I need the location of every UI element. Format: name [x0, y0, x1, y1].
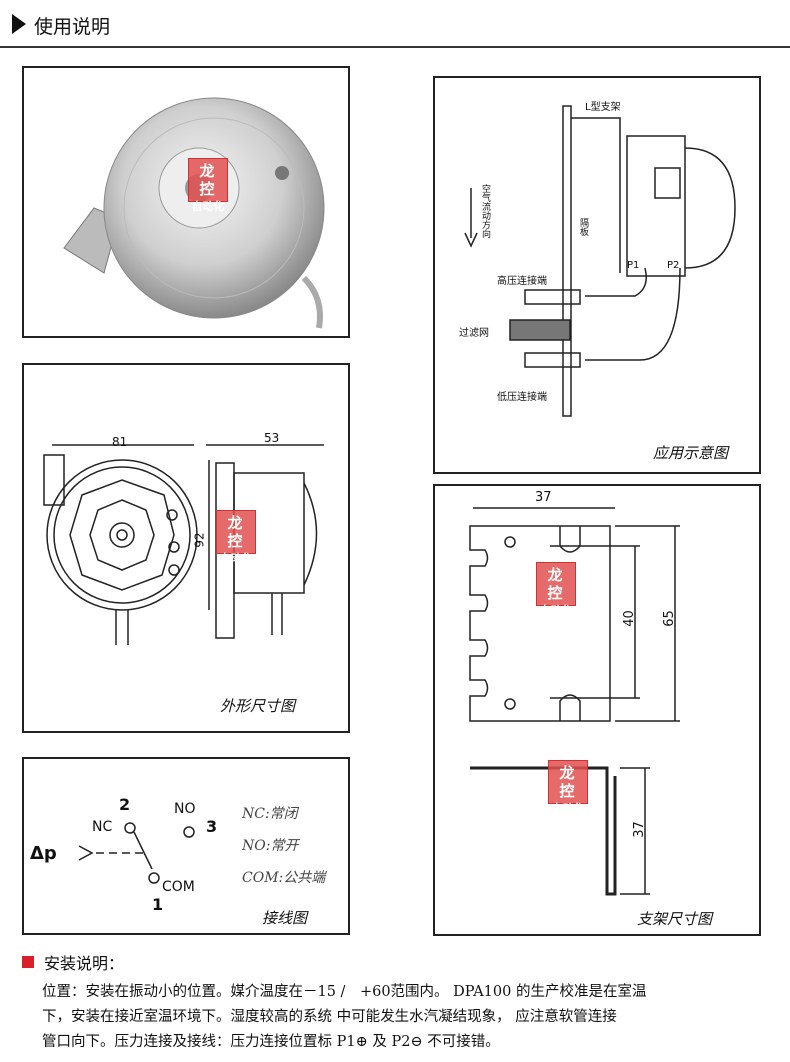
install-square-icon [22, 956, 34, 968]
dim-height-label: 92 [192, 532, 207, 548]
install-line-3: 管口向下。压力连接及接线：压力连接位置标 P1⊕ 及 P2⊖ 不可接错。 [42, 1034, 500, 1050]
bracket-dim-37-side: 37 [631, 821, 647, 838]
wiring-caption: 接线图 [262, 909, 308, 927]
bracket-dim-40: 40 [621, 610, 637, 627]
dimension-caption: 外形尺寸图 [220, 697, 296, 715]
wiring-n3: 3 [206, 817, 218, 836]
legend-nc: NC:常闭 [242, 806, 298, 822]
wiring-dp: Δp [30, 843, 57, 864]
bracket-drawing [469, 507, 680, 896]
install-line-2: 下，安装在接近室温环境下。湿度较高的系统 中可能发生水汽凝结现象， 应注意软管连… [42, 1009, 617, 1025]
dim-depth-label: 53 [264, 431, 280, 445]
app-label-p1: P1 [627, 260, 640, 271]
wiring-com: COM [162, 879, 195, 895]
app-label-wall: 隔板 [578, 218, 588, 236]
wiring-no: NO [174, 801, 196, 817]
bracket-caption: 支架尺寸图 [637, 910, 713, 928]
watermark-logo: 龙 控自动化 [548, 760, 588, 815]
bracket-dim-65: 65 [661, 610, 677, 627]
install-line-1: 位置：安装在振动小的位置。媒介温度在－15 / +60范围内。 DPA100 的… [42, 984, 647, 1000]
wiring-drawing [78, 822, 195, 884]
device-photo [24, 68, 348, 336]
app-label-bracket: L型支架 [585, 102, 621, 113]
app-label-low: 低压连接端 [497, 392, 547, 403]
legend-no: NO:常开 [242, 838, 299, 854]
bracket-panel: 37 40 65 37 支架尺寸图 [433, 484, 761, 936]
page-title: 使用说明 [34, 16, 111, 38]
header-bar: 使用说明 [0, 0, 790, 48]
wiring-panel: Δp 2 NC NO 3 COM 1 NC:常闭 NO:常开 COM:公共端 接… [22, 757, 350, 935]
wiring-nc: NC [92, 819, 113, 835]
wiring-n1: 1 [152, 895, 164, 914]
application-drawing [464, 105, 736, 417]
dimension-drawing [43, 444, 324, 645]
photo-panel [22, 66, 350, 338]
dim-width-label: 81 [112, 435, 128, 449]
dimension-panel: 81 53 92 外形尺寸图 [22, 363, 350, 733]
install-heading: 安装说明： [44, 954, 125, 973]
app-label-airflow: 空气流动方向 [480, 184, 490, 238]
bracket-dim-37-top: 37 [535, 490, 552, 505]
application-panel: L型支架 空气流动方向 隔板 P1 P2 高压连接端 过滤网 低压连接端 应用示… [433, 76, 761, 474]
wiring-n2: 2 [119, 795, 131, 814]
watermark-logo: 龙 控自动化 [216, 510, 256, 565]
play-icon [12, 14, 26, 34]
watermark-logo: 龙 控自动化 [188, 158, 228, 213]
legend-com: COM:公共端 [242, 870, 326, 886]
app-label-p2: P2 [667, 260, 680, 271]
watermark-logo: 龙 控自动化 [536, 562, 576, 617]
app-label-high: 高压连接端 [497, 276, 547, 287]
app-label-filter: 过滤网 [459, 328, 489, 339]
application-caption: 应用示意图 [653, 444, 729, 462]
